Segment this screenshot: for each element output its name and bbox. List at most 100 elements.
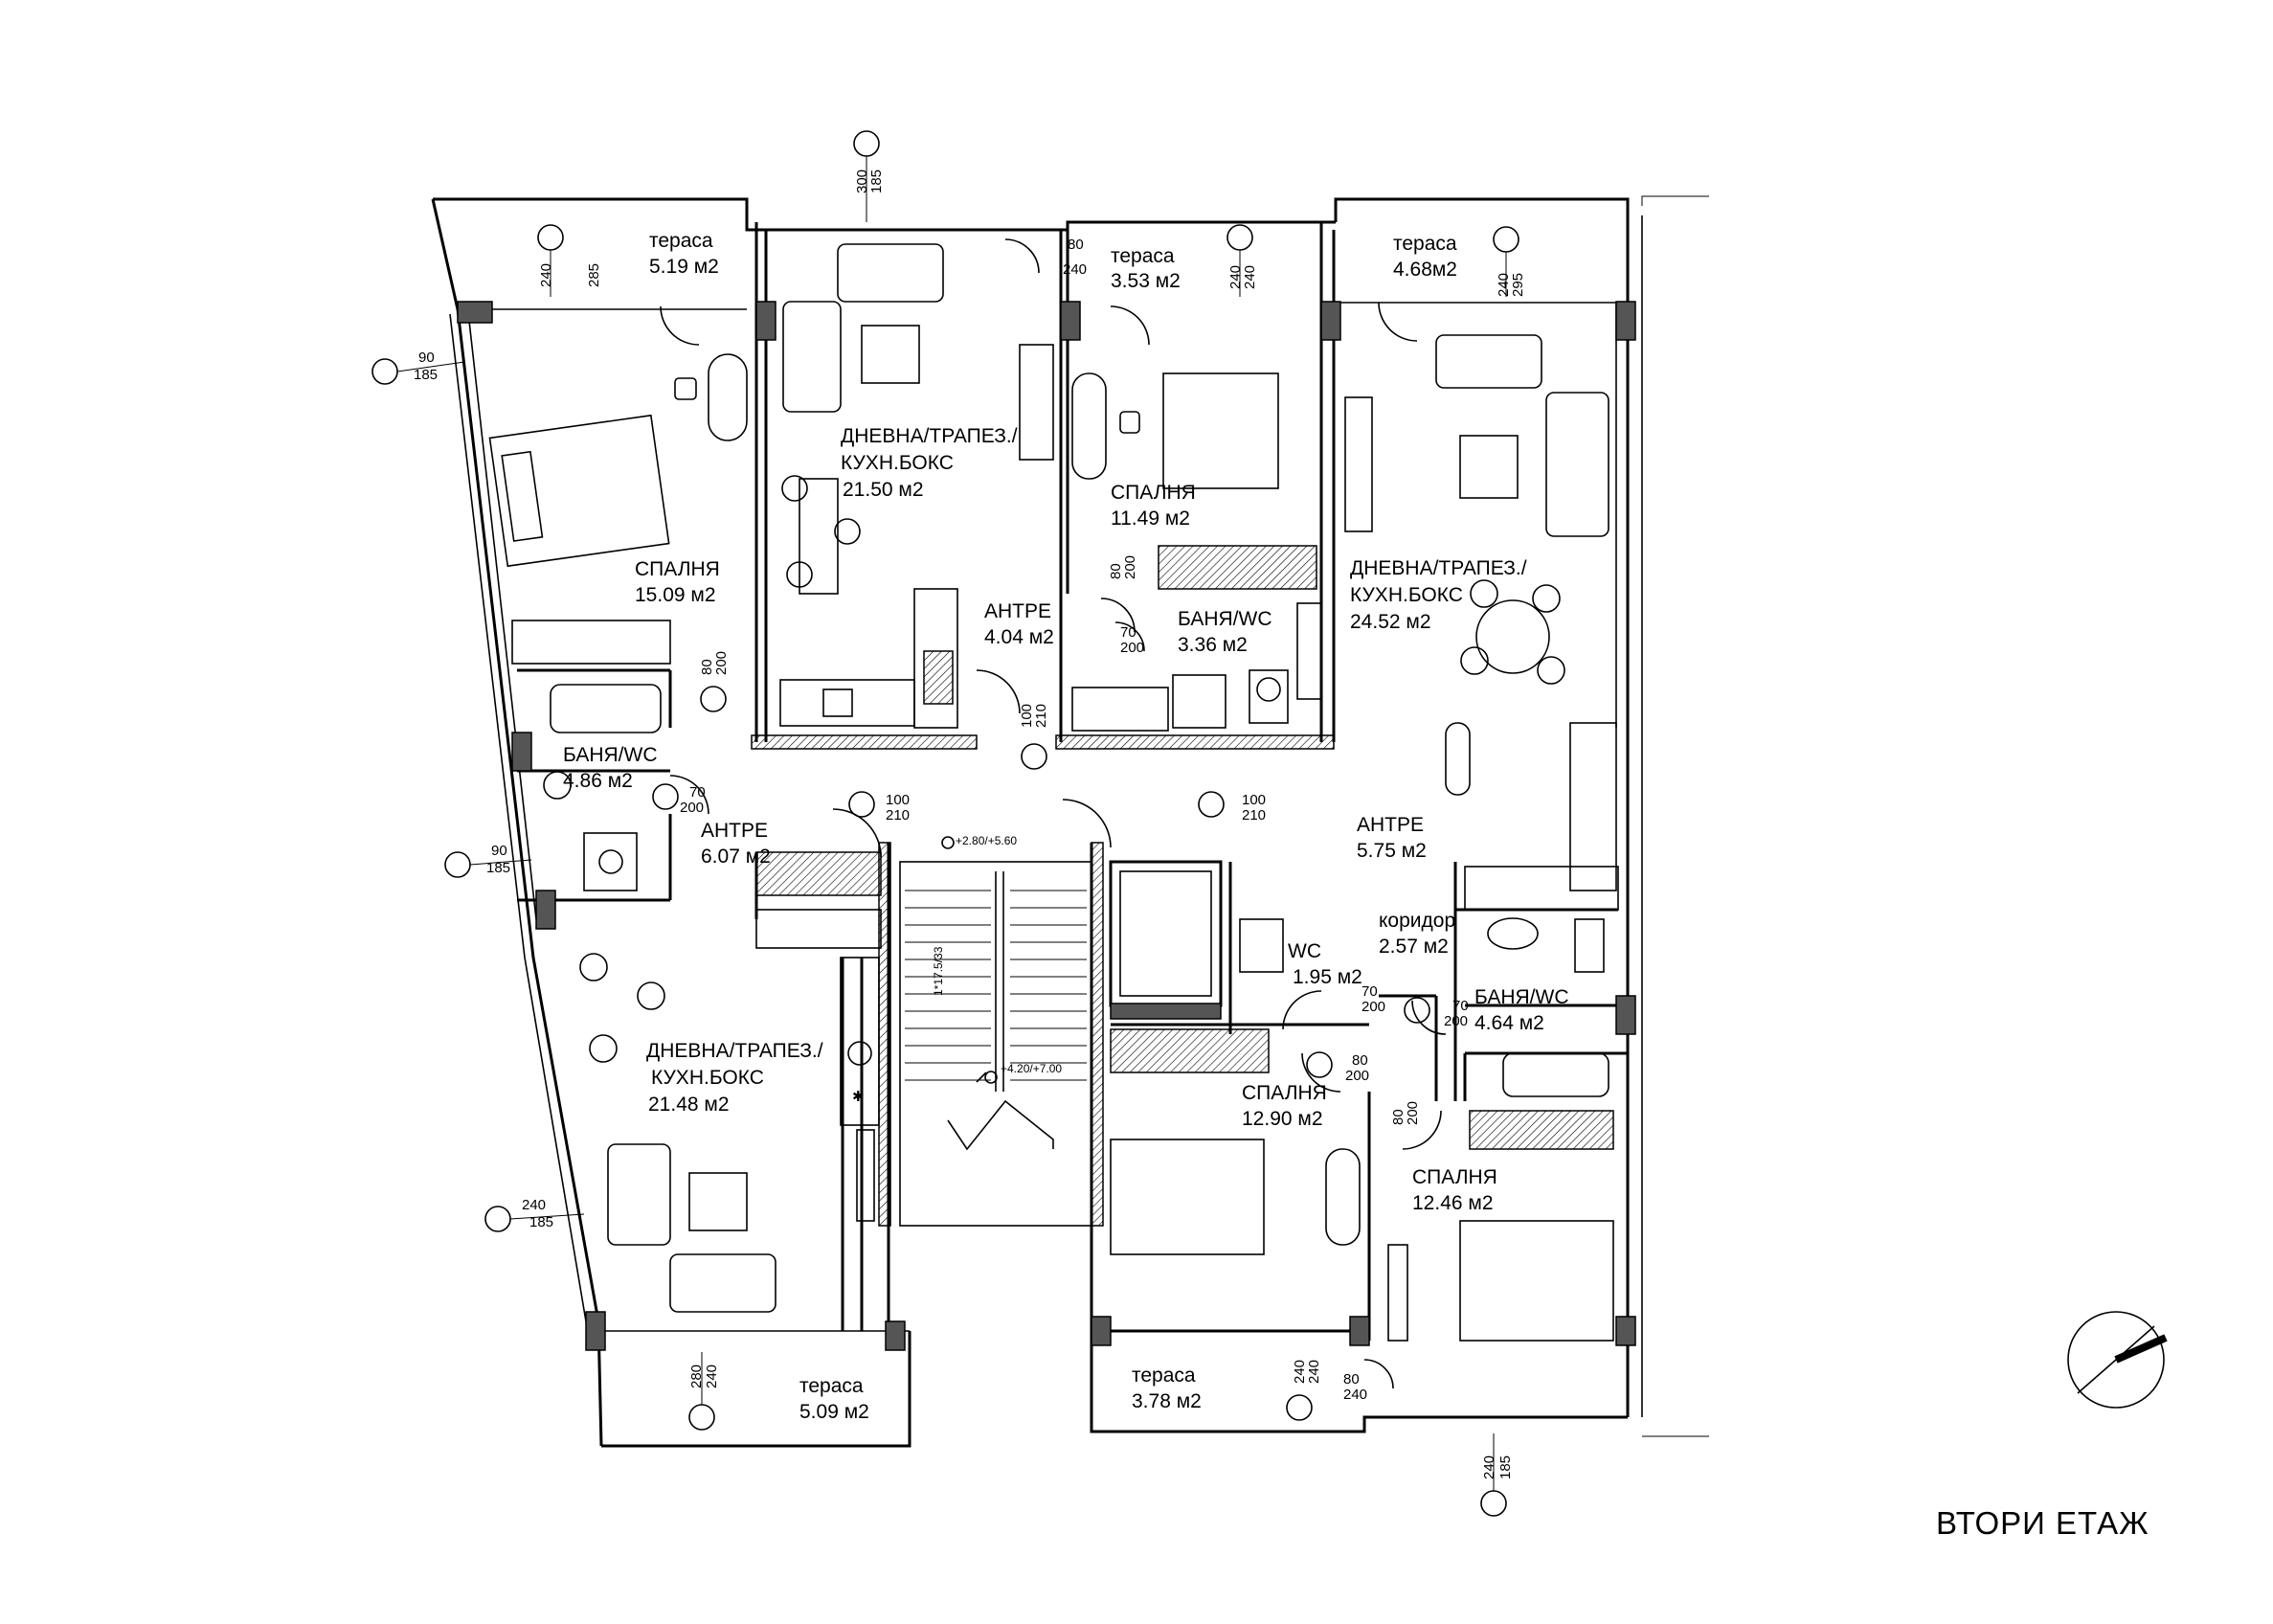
opening-dim: 200 [1122,555,1138,579]
opening-dim: 200 [1444,1013,1468,1029]
sink-icon [543,771,572,800]
opening-marker-icon [1480,1490,1507,1517]
opening-dim: 200 [1405,1101,1421,1125]
opening-dim: 100 [886,792,910,808]
room-name: тераса [1132,1365,1196,1387]
room-name: АНТРЕ [701,820,768,842]
opening-dim: 80 [1108,563,1124,579]
kitchen-counter [779,679,915,727]
bed-icon [488,414,670,568]
room-name: БАНЯ/WC [1178,608,1272,630]
plan-title: ВТОРИ ЕТАЖ [1936,1505,2149,1541]
window-icon [1387,1244,1408,1342]
kitchen-unit [1569,722,1617,891]
sofa-icon [837,243,944,303]
opening-markers: 300 185 240 285 90 185 80 240 240 240 24… [371,130,1526,1517]
room-area: 21.48 м2 [648,1094,730,1116]
chair-icon [1532,584,1561,613]
level-marker-icon [941,836,955,849]
oven-icon [822,688,853,717]
chair-icon [674,377,697,400]
wardrobe-icon [511,620,671,665]
room-name: АНТРЕ [1357,814,1424,836]
room-area: 4.64 м2 [1474,1012,1544,1034]
north-arrow-icon [2067,1311,2168,1409]
opening-marker-icon [1404,997,1430,1024]
opening-dim: 185 [529,1214,553,1230]
opening-marker-icon [688,1404,715,1431]
room-area: 4.86 м2 [563,770,633,792]
chair-icon [1119,411,1140,434]
room-name: КУХН.БОКС [651,1067,764,1089]
opening-dim: 80 [1352,1052,1368,1069]
coffee-table-icon [1459,435,1519,499]
opening-dim: 185 [1497,1455,1514,1479]
chair-icon [1537,656,1565,685]
room-area: 11.49 м2 [1111,508,1190,530]
room-name: коридор [1379,910,1455,932]
room-name: БАНЯ/WC [1474,986,1568,1008]
room-area: 5.09 м2 [799,1401,869,1423]
wardrobe-icon [1110,1028,1270,1073]
opening-dim: 300 [854,169,870,193]
opening-dim: 70 [689,784,706,801]
opening-dim: 200 [713,651,730,675]
sofa-icon [1435,334,1542,389]
opening-dim: 80 [699,659,715,675]
opening-dim: 70 [1452,998,1469,1014]
fridge-icon: ✱ [852,1089,865,1105]
opening-dim: 90 [418,350,435,366]
opening-dim: 200 [1362,999,1385,1015]
opening-marker-icon [853,130,880,157]
sofa-icon [782,301,842,413]
opening-dim: 240 [1063,261,1087,278]
room-name: ДНЕВНА/ТРАПЕЗ./ [646,1040,823,1062]
kitchen-unit [913,588,958,729]
opening-marker-icon [484,1206,511,1232]
room-name: WC [1288,940,1321,962]
room-area: 3.36 м2 [1178,634,1248,656]
furniture: ✱ [488,243,1619,1342]
room-area: 4.68м2 [1393,259,1457,281]
chair-icon [637,981,665,1010]
room-area: 2.57 м2 [1379,936,1449,958]
opening-dim: 240 [1481,1455,1497,1479]
opening-dim: 240 [704,1365,720,1388]
opening-dim: 210 [1033,704,1049,728]
desk-icon [1071,372,1107,480]
shower-icon [1172,674,1227,729]
room-area: 12.90 м2 [1242,1108,1323,1130]
toilet-icon [583,832,638,891]
room-area: 1.95 м2 [1293,966,1362,988]
coffee-table-icon [688,1172,748,1231]
dining-table-icon [1475,599,1550,674]
opening-marker-icon [444,851,471,878]
opening-marker-icon [1227,224,1253,251]
opening-dim: 70 [1362,983,1378,1000]
room-area: 15.09 м2 [635,584,716,606]
tv-unit-icon [1344,396,1373,532]
room-name: КУХН.БОКС [841,452,954,474]
opening-dim: 100 [1019,704,1035,728]
room-name: КУХН.БОКС [1350,584,1463,606]
opening-dim: 80 [1343,1371,1360,1387]
toilet-icon [1574,918,1605,973]
opening-dim: 295 [1510,273,1526,297]
sink-icon [847,1041,872,1066]
opening-dim: 285 [586,263,602,287]
room-area: 4.04 м2 [984,626,1054,648]
stair-level-top: +2.80/+5.60 [956,834,1017,847]
stair-level-bottom: +4.20/+7.00 [1001,1062,1062,1075]
opening-dim: 80 [1390,1109,1407,1125]
bed-icon [1110,1139,1265,1255]
toilet-icon [1239,918,1284,973]
opening-dim: 240 [1306,1360,1322,1384]
opening-dim: 240 [1292,1360,1308,1384]
opening-dim: 185 [414,367,438,383]
room-name: тераса [1393,233,1457,255]
wardrobe-icon [1158,545,1317,590]
room-name: тераса [1111,245,1175,267]
room-area: 12.46 м2 [1412,1192,1494,1214]
chair-icon [834,518,861,545]
sofa-icon [607,1143,671,1246]
